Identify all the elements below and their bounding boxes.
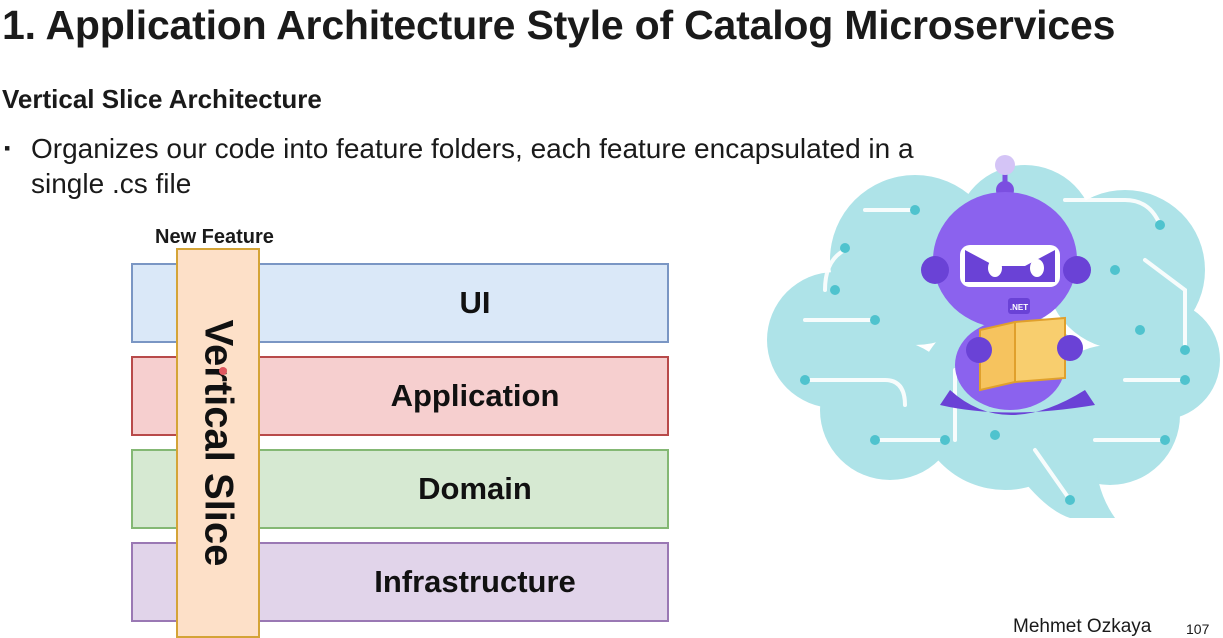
- page-number: 107: [1186, 621, 1210, 637]
- bullet-text: Organizes our code into feature folders,…: [31, 133, 914, 199]
- laser-pointer-dot: [219, 367, 227, 375]
- author-name: Mehmet Ozkaya: [1013, 616, 1152, 637]
- vertical-slice-label: Vertical Slice: [196, 319, 241, 567]
- new-feature-caption: New Feature: [155, 226, 274, 248]
- square-bullet-icon: ▪: [4, 138, 11, 158]
- dotnet-bot-brain-illustration: .NET: [767, 155, 1220, 518]
- circuit-lines: [803, 198, 1187, 502]
- slide-title: 1. Application Architecture Style of Cat…: [2, 2, 1116, 48]
- layer-label-infrastructure: Infrastructure: [374, 564, 576, 599]
- layer-label-domain: Domain: [418, 471, 532, 506]
- layer-label-application: Application: [390, 378, 560, 413]
- bullet-item: ▪ Organizes our code into feature folder…: [4, 131, 944, 201]
- robot-figure: .NET: [921, 155, 1095, 415]
- vertical-slice-bar: [176, 248, 260, 638]
- slide-subtitle: Vertical Slice Architecture: [2, 84, 322, 114]
- layer-label-ui: UI: [459, 285, 491, 320]
- dotnet-badge-text: .NET: [1010, 303, 1028, 312]
- circuit-nodes: [800, 205, 1190, 505]
